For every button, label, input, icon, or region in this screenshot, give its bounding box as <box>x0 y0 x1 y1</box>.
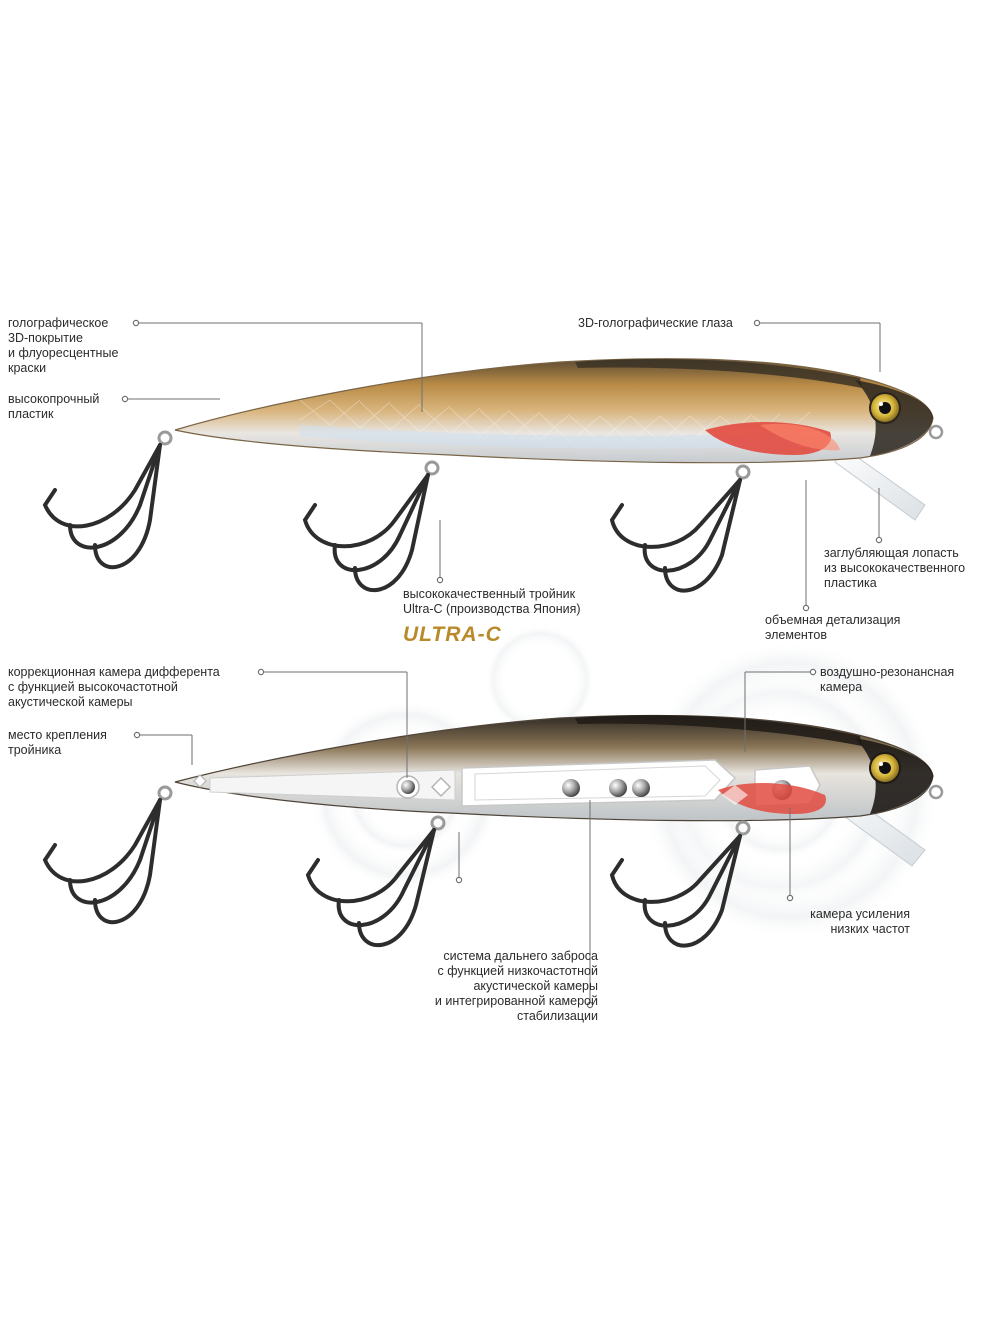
label-bass-amplification-chamber: камера усиления низких частот <box>810 907 910 936</box>
label-3d-eyes: 3D-голографические глаза <box>578 316 733 330</box>
label-hook-mount-left: место крепления тройника <box>8 728 107 757</box>
label-trim-chamber: коррекционная камера дифферента с функци… <box>8 665 220 709</box>
leader-lines <box>127 322 881 1005</box>
label-long-cast-system: система дальнего заброса с функцией низк… <box>434 949 598 1023</box>
bottom-lure <box>174 714 944 867</box>
top-hooks <box>42 430 751 593</box>
label-ultra-c-treble-hook: высококачественный тройник Ultra-C (прои… <box>403 587 581 616</box>
label-air-resonance-chamber: воздушно-резонансная камера <box>820 665 955 694</box>
top-lure <box>174 358 944 521</box>
label-diving-lip: заглубляющая лопасть из высококачественн… <box>824 546 966 590</box>
label-3d-detailing: объемная детализация элементов <box>765 613 901 642</box>
bottom-hooks <box>42 785 751 948</box>
label-high-strength-plastic: высокопрочный пластик <box>8 392 100 421</box>
ultra-c-logo: ULTRA-C <box>403 623 502 646</box>
label-holographic-coating: голографическое 3D-покрытие и флуоресцен… <box>8 316 119 375</box>
leader-dots <box>121 319 883 1009</box>
